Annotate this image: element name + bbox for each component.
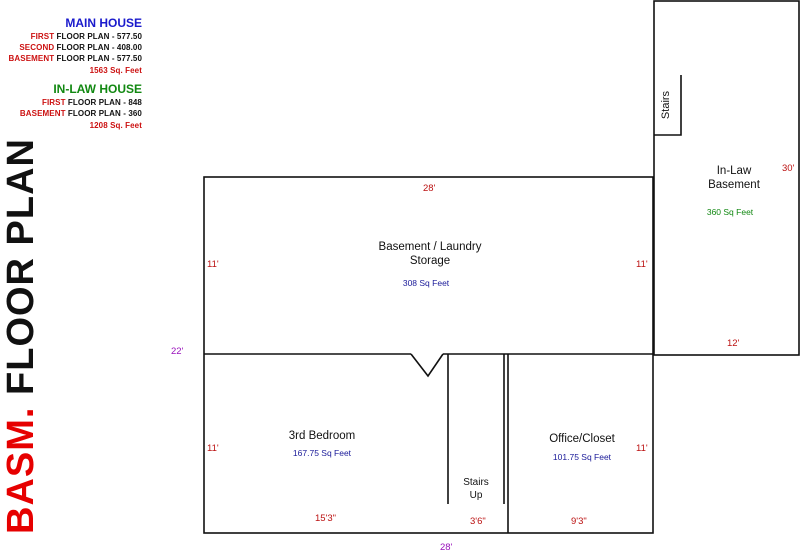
inlaw-stairs-label: Stairs — [660, 90, 672, 120]
dim-stairs-width: 3'6" — [470, 516, 486, 527]
dim-left-lower: 11' — [207, 443, 219, 454]
room-basement-laundry: Basement / Laundry Storage — [350, 240, 510, 268]
area-office-closet: 101.75 Sq Feet — [552, 452, 612, 462]
dim-left-upper: 11' — [207, 259, 219, 270]
main-basement-outline — [203, 176, 654, 534]
dim-inlaw-height: 30' — [782, 163, 795, 174]
dim-office-width: 9'3" — [571, 516, 587, 527]
dim-right-lower: 11' — [636, 443, 648, 454]
area-basement-laundry: 308 Sq Feet — [402, 278, 450, 288]
inlaw-stairs-wall — [654, 75, 682, 136]
inlaw-total: 1208 Sq. Feet — [89, 121, 142, 130]
stairs-up-line2: Up — [469, 490, 483, 501]
line-value: FLOOR PLAN - 360 — [65, 109, 142, 118]
dim-overall-height: 22' — [171, 346, 184, 357]
line-key: FIRST — [30, 32, 55, 41]
main-house-title: MAIN HOUSE — [65, 16, 142, 30]
room-name-line1: In-Law — [716, 165, 752, 177]
line-value: FLOOR PLAN - 848 — [65, 98, 142, 107]
main-house-second-floor: SECOND FLOOR PLAN - 408.00 — [9, 42, 143, 53]
main-house-basement-floor: BASEMENT FLOOR PLAN - 577.50 — [9, 53, 143, 64]
dim-inlaw-width: 12' — [727, 338, 740, 349]
door-swing — [410, 353, 444, 378]
dim-bottom-width: 28' — [440, 542, 453, 553]
line-value: FLOOR PLAN - 577.50 — [54, 32, 142, 41]
inlaw-basement-floor: BASEMENT FLOOR PLAN - 360 — [20, 108, 142, 119]
room-inlaw-basement: In-Law Basement — [690, 164, 778, 192]
stairs-up-line1: Stairs — [463, 477, 489, 488]
room-name-line2: Basement — [708, 179, 760, 191]
dim-right-upper: 11' — [636, 259, 648, 270]
room-office-closet: Office/Closet — [549, 433, 615, 445]
room-name-line2: Storage — [409, 255, 451, 267]
line-key: BASEMENT — [19, 109, 66, 118]
area-inlaw-basement: 360 Sq Feet — [706, 207, 754, 217]
line-key: FIRST — [42, 98, 66, 107]
legend-inlaw-house: IN-LAW HOUSE FIRST FLOOR PLAN - 848 BASE… — [20, 82, 142, 131]
dim-bedroom-width: 15'3" — [315, 513, 337, 524]
inlaw-basement-outline — [653, 0, 800, 356]
room-name-line1: Basement / Laundry — [378, 241, 482, 253]
room-3rd-bedroom: 3rd Bedroom — [288, 430, 356, 442]
inlaw-house-title: IN-LAW HOUSE — [53, 82, 142, 96]
line-value: FLOOR PLAN - 408.00 — [54, 43, 142, 52]
line-key: BASEMENT — [8, 54, 55, 63]
line-value: FLOOR PLAN - 577.50 — [54, 54, 142, 63]
stairs-up-label: Stairs Up — [452, 476, 500, 502]
main-house-first-floor: FIRST FLOOR PLAN - 577.50 — [9, 31, 143, 42]
inlaw-first-floor: FIRST FLOOR PLAN - 848 — [20, 97, 142, 108]
legend-main-house: MAIN HOUSE FIRST FLOOR PLAN - 577.50 SEC… — [9, 16, 143, 76]
area-3rd-bedroom: 167.75 Sq Feet — [292, 448, 352, 458]
dim-top-width: 28' — [423, 183, 436, 194]
main-house-total: 1563 Sq. Feet — [89, 66, 142, 75]
line-key: SECOND — [19, 43, 55, 52]
